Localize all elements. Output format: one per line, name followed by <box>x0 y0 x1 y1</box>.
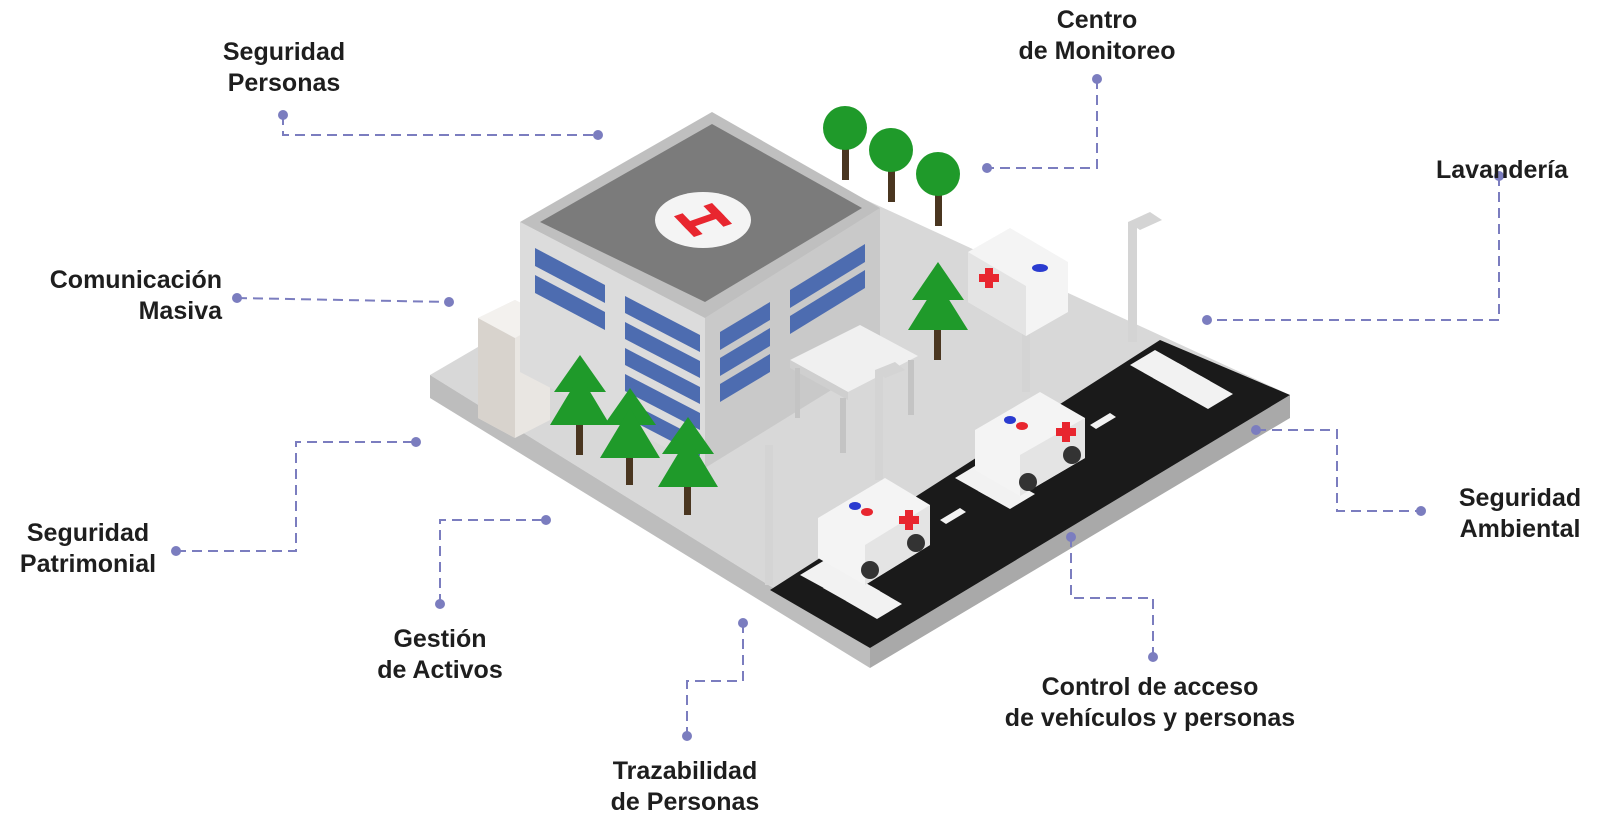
connector-gestion-activos <box>439 519 546 604</box>
connector-lines <box>176 79 1500 736</box>
label-line: Trazabilidad <box>612 757 758 785</box>
label-line: Gestión <box>393 625 487 653</box>
tree <box>916 152 960 226</box>
label-line: Masiva <box>138 297 222 325</box>
label-line: Personas <box>227 69 341 97</box>
hospital-building <box>520 112 880 468</box>
label-lavanderia: Lavandería <box>1400 155 1568 186</box>
label-line: Seguridad <box>222 38 346 66</box>
trees <box>550 106 968 515</box>
ambulance <box>975 392 1085 496</box>
label-line: Patrimonial <box>19 550 157 578</box>
label-line: Seguridad <box>26 519 150 547</box>
tree <box>908 262 968 360</box>
connector-seguridad-patrimonial <box>176 441 416 552</box>
label-line: Ambiental <box>1459 515 1581 543</box>
label-seguridad-patrimonial: Seguridad Patrimonial <box>0 518 176 580</box>
tree <box>550 355 610 455</box>
connector-trazabilidad <box>686 623 744 736</box>
connector-comunicacion-masiva <box>236 297 450 303</box>
label-centro-monitoreo: Centro de Monitoreo <box>997 5 1197 67</box>
label-line: Seguridad <box>1458 484 1582 512</box>
label-seguridad-ambiental: Seguridad Ambiental <box>1430 483 1610 545</box>
ambulance <box>968 228 1068 336</box>
label-comunicacion-masiva: Comunicación Masiva <box>10 265 222 327</box>
canopy <box>790 325 918 453</box>
label-line: de Activos <box>377 656 503 684</box>
connector-centro-monitoreo <box>987 79 1098 169</box>
label-gestion-activos: Gestión de Activos <box>340 624 540 686</box>
ambulance <box>818 478 930 585</box>
tree <box>869 128 913 202</box>
label-line: de Monitoreo <box>1018 37 1176 65</box>
connector-seguridad-ambiental <box>1256 429 1421 512</box>
connector-control-acceso <box>1070 537 1154 657</box>
label-line: Comunicación <box>49 266 222 294</box>
label-control-acceso: Control de acceso de vehículos y persona… <box>990 672 1310 734</box>
tree <box>658 417 718 515</box>
label-line: Centro <box>1056 6 1138 34</box>
label-line: Control de acceso <box>1041 673 1259 701</box>
connector-lavanderia <box>1207 176 1500 321</box>
label-trazabilidad-personas: Trazabilidad de Personas <box>570 756 800 818</box>
label-seguridad-personas: Seguridad Personas <box>184 37 384 99</box>
connector-seguridad-personas <box>282 115 598 136</box>
tree <box>600 388 660 485</box>
ambulances <box>818 228 1085 585</box>
label-line: de vehículos y personas <box>1004 704 1296 732</box>
label-line: Lavandería <box>1435 156 1568 184</box>
label-line: de Personas <box>610 788 760 816</box>
tree <box>823 106 867 180</box>
connector-dots <box>171 74 1504 741</box>
